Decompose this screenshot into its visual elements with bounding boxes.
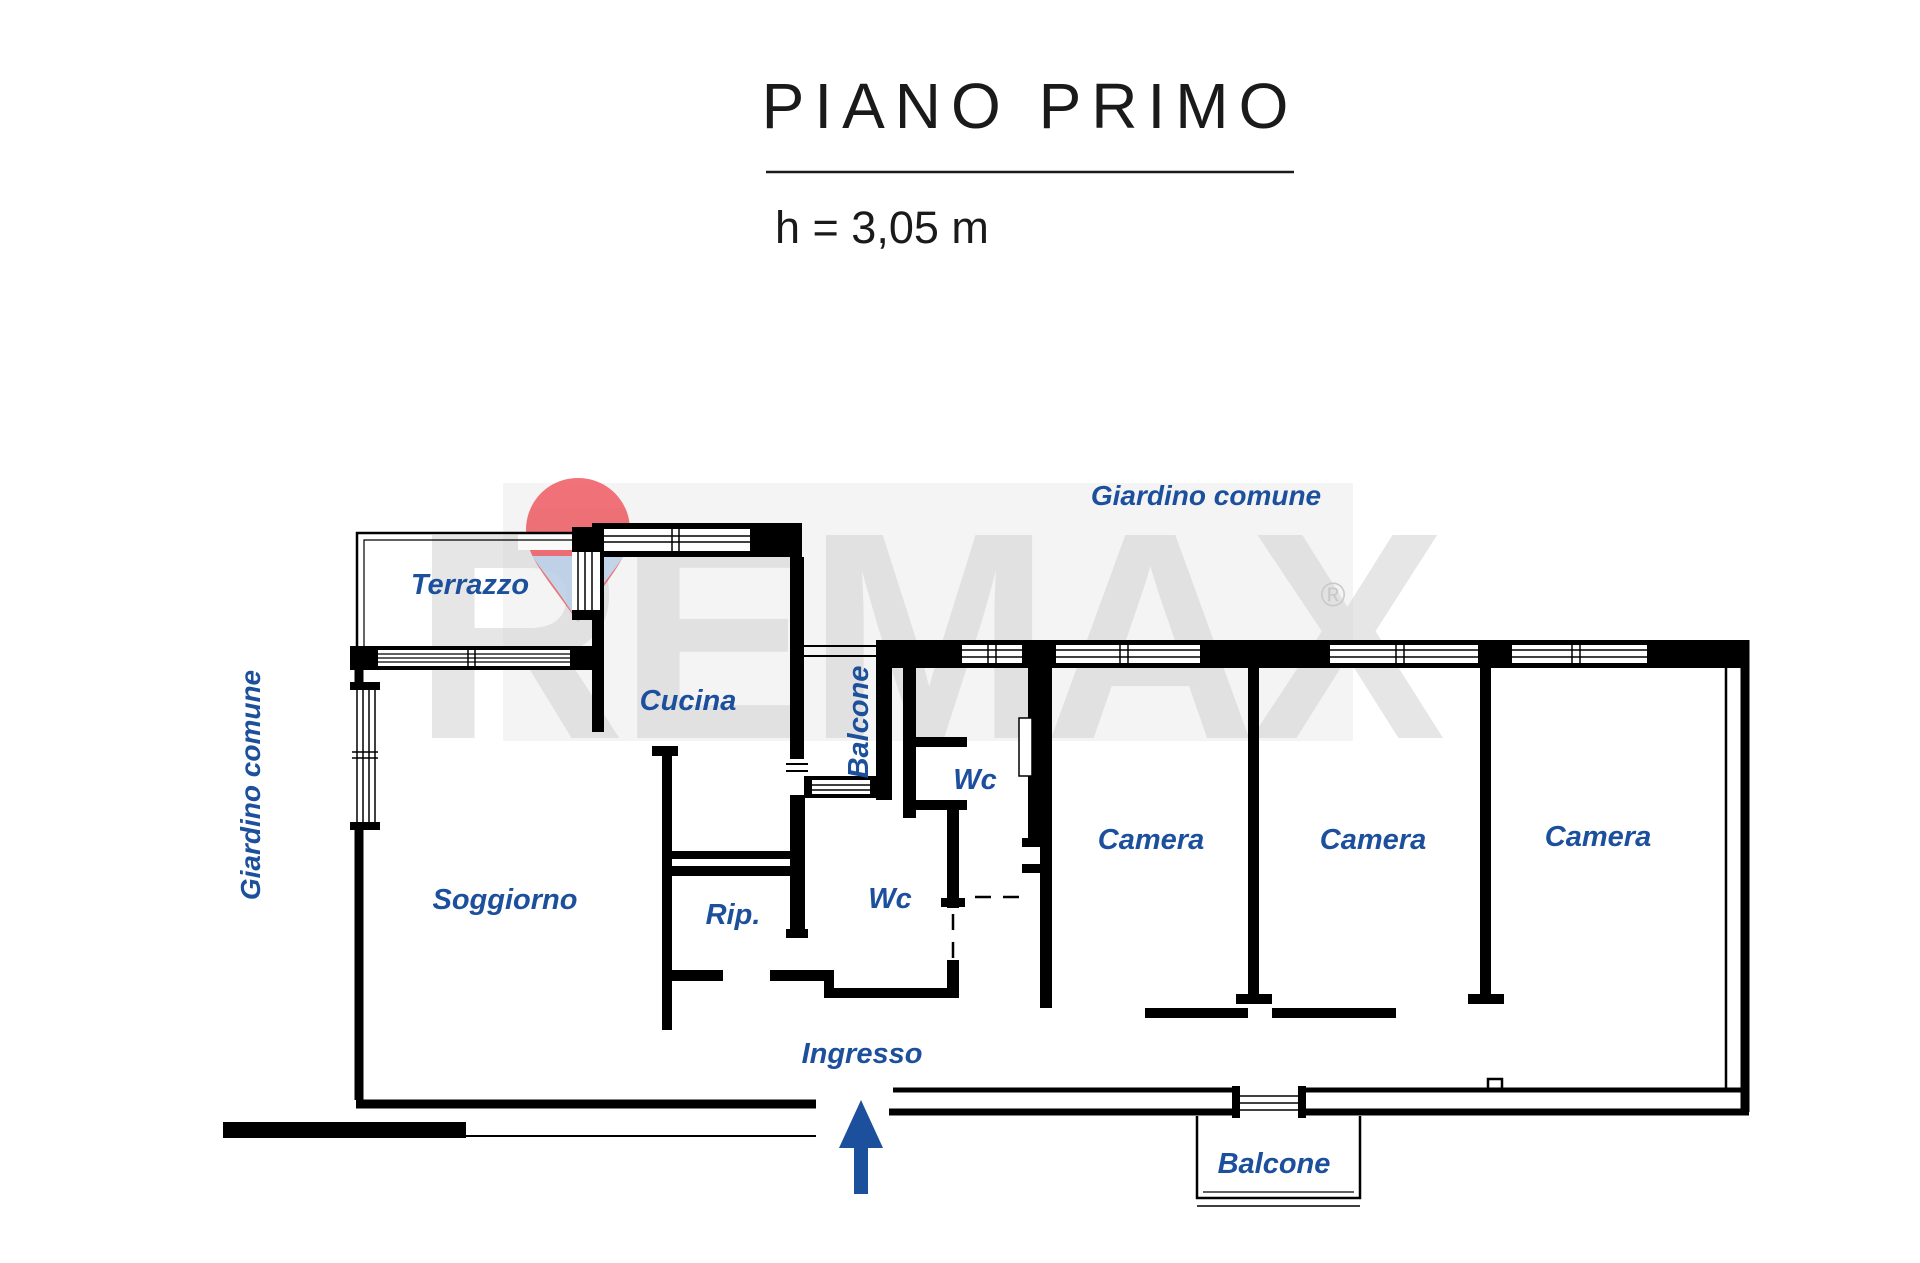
terrazzo-parapet-inner [363,539,583,658]
room-label-balcone-bottom: Balcone [1218,1148,1331,1180]
walls [223,523,1750,1138]
window-glass-lines [962,643,1647,665]
terrazzo-parapet [355,531,589,664]
label-giardino-comune-top: Giardino comune [1091,480,1321,511]
bottom-balcony-outline [1195,1116,1362,1207]
room-label-rip: Rip. [706,899,761,931]
entrance-arrow-icon [839,1100,883,1194]
ceiling-height-note: h = 3,05 m [775,202,989,253]
room-label-camera-3: Camera [1545,821,1651,853]
room-label-wc-top: Wc [953,764,997,796]
outdoor-labels: Giardino comune Giardino comune [235,480,1321,900]
door-opening-dashes [951,895,1022,962]
room-label-balcone-top: Balcone [843,666,875,779]
room-label-camera-2: Camera [1320,824,1426,856]
registered-trademark-icon: ® [1320,576,1345,614]
room-label-terrazzo: Terrazzo [411,569,529,601]
remax-watermark: REMAX ® [412,471,1455,801]
page-title: PIANO PRIMO [762,70,1299,142]
room-label-cucina: Cucina [640,685,737,717]
room-labels: Terrazzo Cucina Balcone Wc Wc Camera Cam… [411,569,1651,1180]
room-label-ingresso: Ingresso [802,1038,923,1070]
room-label-camera-1: Camera [1098,824,1204,856]
room-label-wc-bottom: Wc [868,883,912,915]
title-block: PIANO PRIMO h = 3,05 m [762,70,1299,253]
room-label-soggiorno: Soggiorno [433,884,578,916]
wall-niche [1018,717,1033,777]
bottom-wall-notch [1486,1077,1504,1092]
label-giardino-comune-left: Giardino comune [235,670,266,900]
